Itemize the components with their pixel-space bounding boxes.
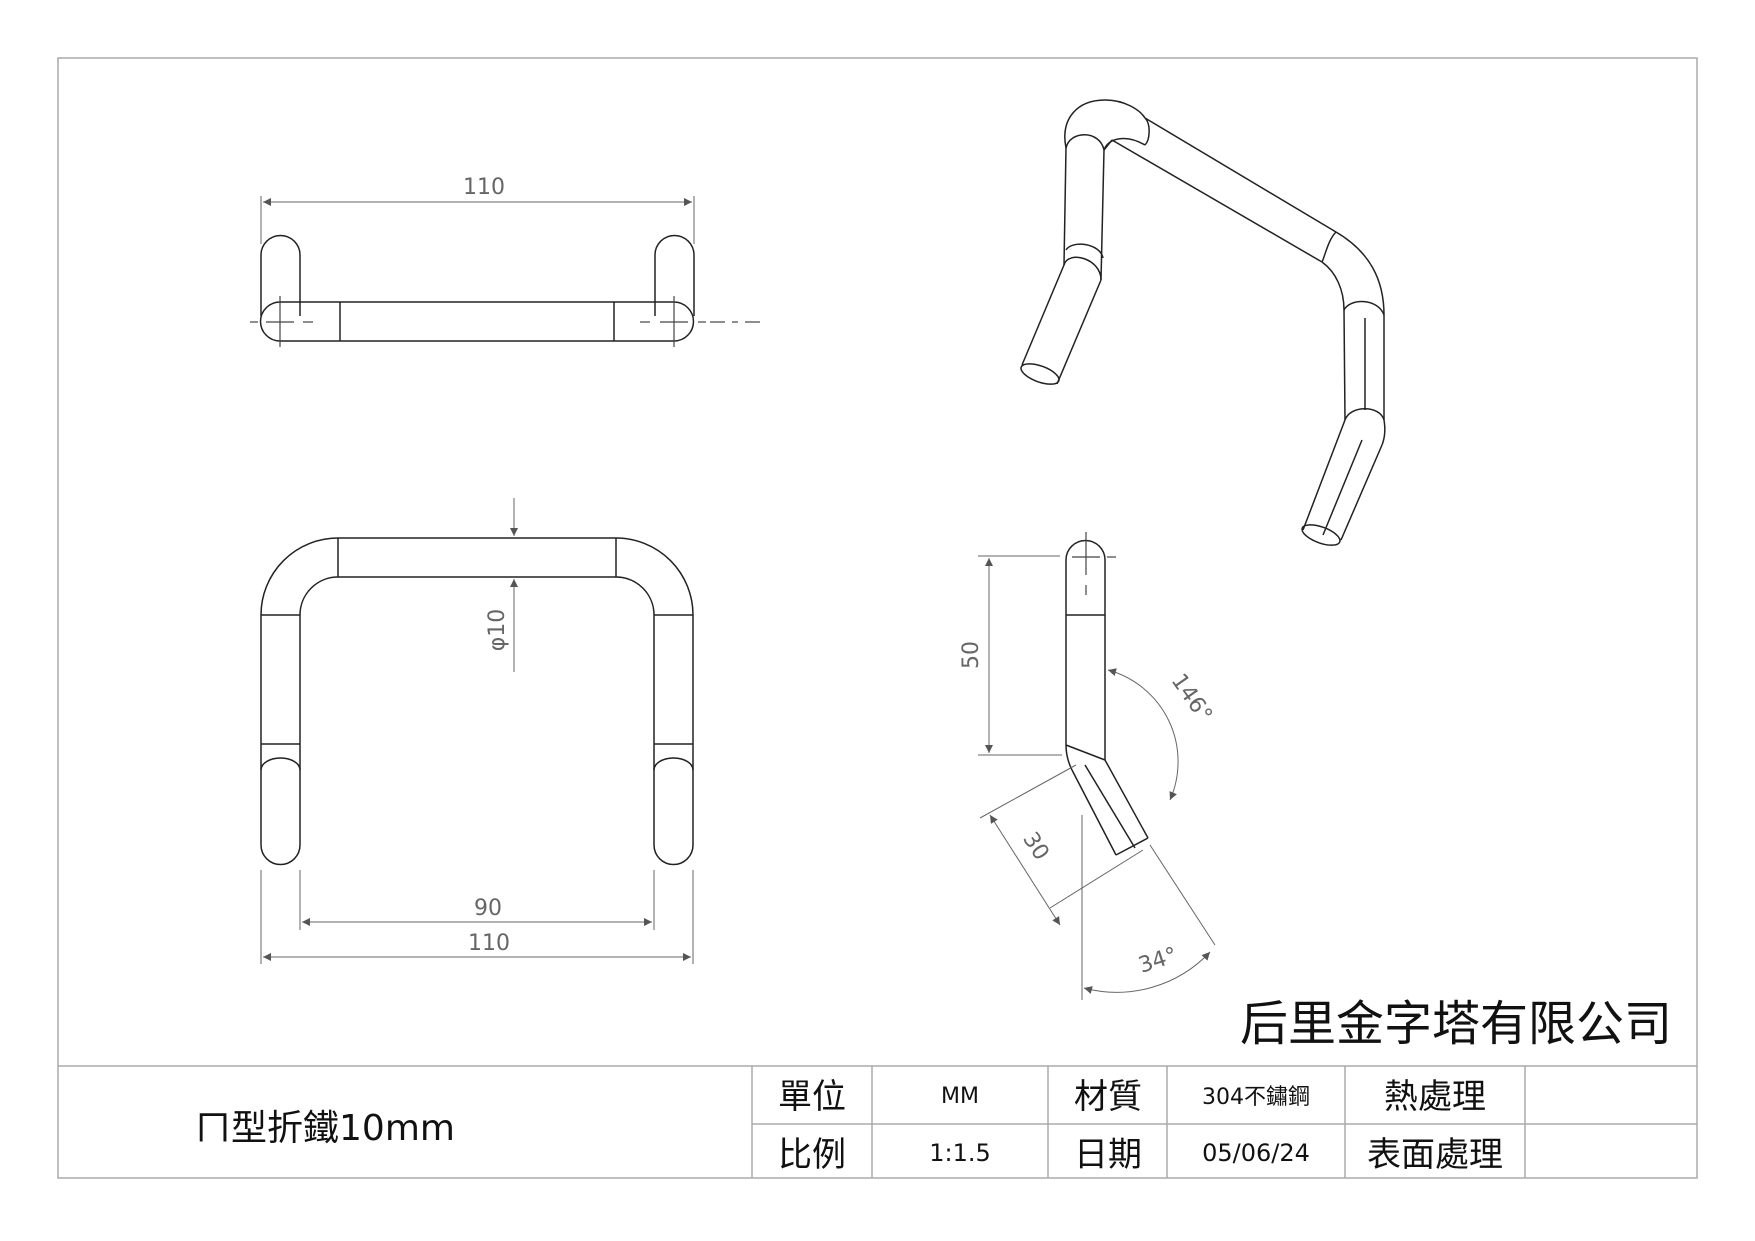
isometric-view (1020, 99, 1386, 546)
unit-label: 單位 (778, 1077, 846, 1117)
top-view-width-label: 110 (463, 175, 505, 200)
part-name: ㄇ型折鐵10mm (195, 1108, 455, 1149)
side-angle-label: 146° (1166, 669, 1217, 727)
date-value: 05/06/24 (1202, 1139, 1310, 1167)
scale-value: 1:1.5 (929, 1139, 991, 1167)
front-view (260, 498, 694, 964)
sheet-border (57, 57, 1698, 1179)
material-value: 304不鏽鋼 (1202, 1085, 1310, 1110)
heat-treatment-label: 熱處理 (1384, 1077, 1486, 1117)
side-view (978, 532, 1216, 1000)
scale-label: 比例 (778, 1135, 846, 1175)
side-height-label: 50 (959, 641, 984, 669)
front-outer-width-label: 110 (468, 931, 510, 956)
side-leg-length-label: 30 (1017, 828, 1053, 865)
date-label: 日期 (1074, 1135, 1142, 1175)
unit-value: MM (941, 1084, 979, 1109)
diameter-label: φ10 (485, 609, 510, 652)
material-label: 材質 (1074, 1077, 1142, 1117)
title-block (58, 1065, 1697, 1178)
company-name: 后里金字塔有限公司 (1240, 996, 1672, 1052)
top-view (250, 196, 760, 347)
side-tilt-angle-label: 34° (1136, 943, 1181, 979)
surface-treatment-label: 表面處理 (1367, 1135, 1503, 1175)
front-inner-width-label: 90 (474, 896, 502, 921)
